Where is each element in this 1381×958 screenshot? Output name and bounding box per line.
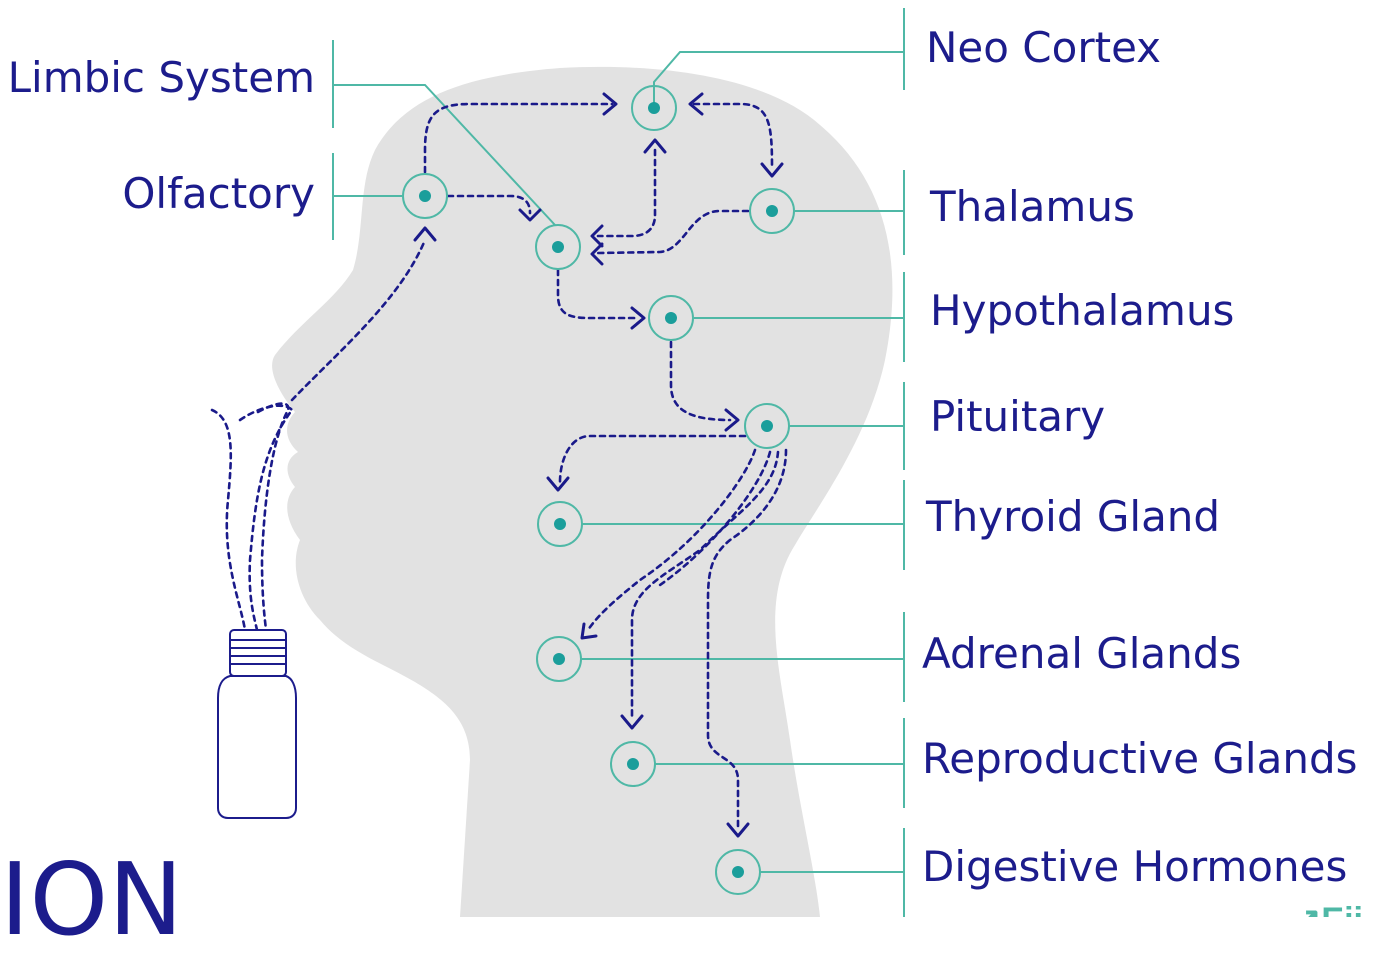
scent-wisp-3	[258, 404, 288, 631]
bottle-cap	[230, 630, 286, 676]
label-limbic-system: Limbic System	[8, 57, 315, 99]
label-neo-cortex: Neo Cortex	[926, 27, 1161, 69]
scent-wisp-2	[240, 406, 292, 630]
head-silhouette	[272, 67, 892, 917]
label-olfactory: Olfactory	[122, 173, 315, 215]
oil-bottle-icon	[218, 630, 296, 818]
label-hypothalamus: Hypothalamus	[930, 290, 1234, 332]
label-pituitary: Pituitary	[930, 396, 1105, 438]
label-adrenal-glands: Adrenal Glands	[922, 633, 1241, 675]
partial-title: ION	[0, 850, 183, 950]
label-thalamus: Thalamus	[930, 186, 1135, 228]
scent-wisp-1	[212, 410, 245, 630]
label-reproductive-glands: Reproductive Glands	[922, 738, 1358, 780]
logo-fragment: ↗Eii	[1293, 903, 1363, 917]
label-thyroid-gland: Thyroid Gland	[926, 496, 1220, 538]
bottle-body	[218, 676, 296, 818]
label-digestive-hormones: Digestive Hormones	[922, 846, 1347, 888]
